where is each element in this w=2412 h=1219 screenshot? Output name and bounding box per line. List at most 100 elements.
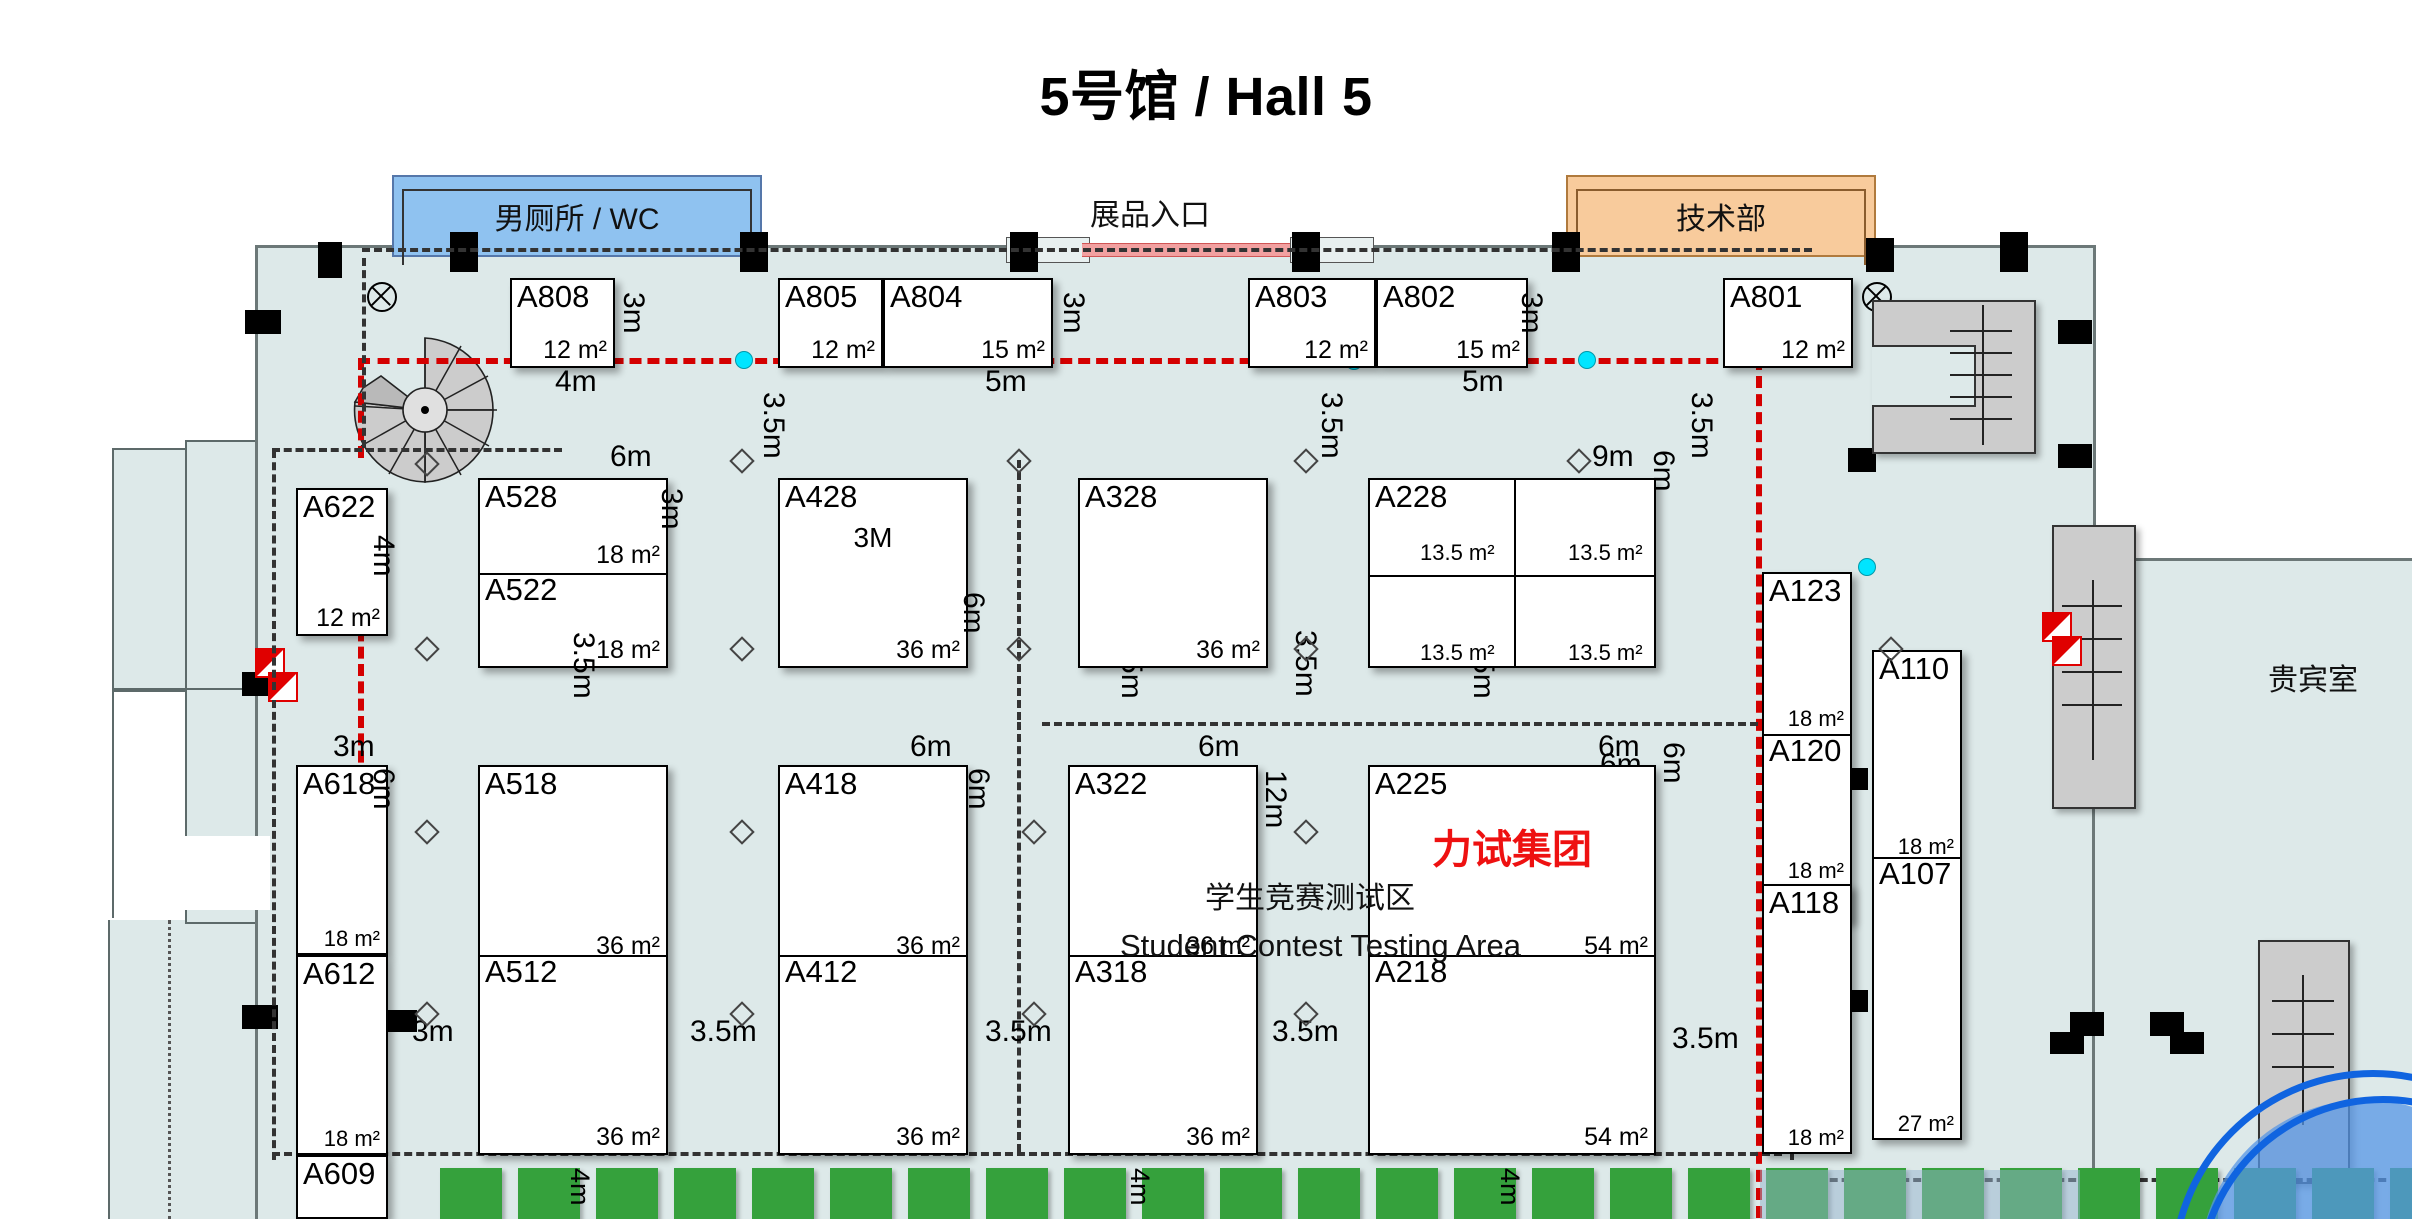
booth-A418-group[interactable]: A418 36 m² A412 36 m² [778, 765, 968, 1155]
booth-A801[interactable]: A801 12 m² [1723, 278, 1853, 368]
floor-left-outer-wall [112, 448, 114, 918]
booth-id: A622 [303, 489, 376, 524]
dim-label: 3m [655, 488, 688, 530]
room-mens-wc[interactable]: 男厕所 / WC [392, 175, 762, 265]
booth-A622[interactable]: A622 12 m² [296, 488, 388, 636]
page-title: 5号馆 / Hall 5 [1039, 67, 1373, 127]
booth-area: 36 m² [896, 636, 960, 664]
crossed-circle-icon [367, 282, 397, 312]
route-node-icon [1858, 558, 1876, 576]
booth-A328[interactable]: A328 36 m² [1078, 478, 1268, 668]
booth-A110-group[interactable]: A110 18 m² A107 27 m² [1872, 650, 1962, 1140]
booth-id: A805 [785, 279, 858, 314]
booth-id: A328 [1085, 479, 1158, 514]
booth-id: A318 [1075, 954, 1148, 989]
stair-step [1950, 352, 2012, 354]
seat-block [596, 1168, 658, 1219]
stair-step [2272, 1000, 2334, 1002]
aisle-dash-line [362, 258, 366, 448]
floor-left-bay-outer [112, 448, 196, 692]
booth-A802[interactable]: A802 15 m² [1376, 278, 1528, 368]
aisle-dash-line [272, 700, 276, 1160]
seat-block [1454, 1168, 1516, 1219]
booth-A123-group[interactable]: A123 18 m² A120 18 m² [1762, 572, 1852, 922]
booth-area: 12 m² [1304, 336, 1368, 364]
seat-block [2078, 1168, 2140, 1219]
booth-area: 18 m² [1787, 858, 1844, 883]
booth-A518-group[interactable]: A518 36 m² A512 36 m² [478, 765, 668, 1155]
column-marker [383, 1010, 417, 1032]
column-marker [2058, 444, 2092, 468]
booth-A618[interactable]: A618 18 m² [296, 765, 388, 955]
booth-A528[interactable]: A528 18 m² A522 18 m² [478, 478, 668, 668]
stair-rail [2092, 580, 2094, 760]
booth-A803[interactable]: A803 12 m² [1248, 278, 1376, 368]
aisle-dash-line [1017, 460, 1021, 720]
column-marker [2170, 1032, 2204, 1054]
dim-label: 3.5m [985, 1015, 1052, 1048]
dim-label: 6m [910, 730, 952, 763]
seat-block [1142, 1168, 1204, 1219]
booth-id: A428 [785, 479, 858, 514]
booth-area: 18 m² [596, 541, 660, 569]
dim-label: 3.5m [1672, 1022, 1739, 1055]
booth-area: 13.5 m² [1420, 640, 1495, 665]
dim-label: 6m [1647, 450, 1680, 492]
room-technical-dept[interactable]: 技术部 [1566, 175, 1876, 265]
dim-label: 6m [610, 440, 652, 473]
aisle-dash-line [1042, 722, 1782, 726]
booth-area: 18 m² [323, 1126, 380, 1151]
column-marker [740, 232, 768, 272]
booth-area: 36 m² [1196, 636, 1260, 664]
seat-block [440, 1168, 502, 1219]
booth-A804[interactable]: A804 15 m² [883, 278, 1053, 368]
booth-id: A801 [1730, 279, 1803, 314]
booth-A118[interactable]: A118 18 m² [1762, 884, 1852, 1154]
booth-A612[interactable]: A612 18 m² [296, 955, 388, 1155]
booth-id: A808 [517, 279, 590, 314]
booth-divider [480, 573, 666, 575]
booth-area: 18 m² [323, 926, 380, 951]
spiral-staircase-icon [353, 337, 497, 483]
booth-A609[interactable]: A609 [296, 1155, 388, 1219]
dim-label: 3.5m [1685, 392, 1718, 459]
booth-brand: 3M [853, 522, 893, 553]
booth-area: 54 m² [1584, 1123, 1648, 1151]
booth-A322-group[interactable]: A322 36 m² A318 36 m² [1068, 765, 1258, 1155]
dim-label: 4m [555, 365, 597, 398]
booth-area: 15 m² [1456, 336, 1520, 364]
emergency-route-line [358, 358, 468, 364]
booth-A805[interactable]: A805 12 m² [778, 278, 883, 368]
seat-block [908, 1168, 970, 1219]
booth-id: A322 [1075, 766, 1148, 801]
booth-id: A225 [1375, 766, 1448, 801]
booth-id: A412 [785, 954, 858, 989]
booth-area: 18 m² [1897, 834, 1954, 859]
tech-inner-outline [1576, 189, 1866, 265]
dim-label: 6m [367, 768, 400, 810]
contest-area-label-cn: 学生竞赛测试区 [1205, 882, 1415, 915]
aisle-dash-line [362, 248, 1812, 252]
dim-label: 4m [1495, 1168, 1525, 1206]
booth-A228-group[interactable]: A228 13.5 m² 13.5 m² 13.5 m² 13.5 m² [1368, 478, 1656, 668]
booth-id: A609 [303, 1156, 376, 1191]
dim-label: 4m [565, 1168, 595, 1206]
booth-A808[interactable]: A808 12 m² [510, 278, 615, 368]
booth-A428[interactable]: A428 3M 36 m² [778, 478, 968, 668]
booth-id: A110 [1879, 651, 1950, 686]
column-marker [2000, 232, 2028, 272]
dim-label: 6m [1198, 730, 1240, 763]
dim-label: 3m [617, 292, 650, 334]
dim-label: 9m [1592, 440, 1634, 473]
stair-step [2272, 1033, 2334, 1035]
contest-area-label-en: Student Contest Testing Area [1120, 928, 1521, 963]
emergency-route-line-right [1756, 358, 1762, 1218]
booth-id: A123 [1769, 573, 1842, 608]
aisle-dash-line [272, 1152, 1782, 1156]
dim-label: 3m [1057, 292, 1090, 334]
booth-id: A120 [1769, 733, 1842, 768]
booth-id: A118 [1769, 885, 1840, 920]
booth-area: 27 m² [1897, 1111, 1954, 1136]
booth-A225-group[interactable]: A225 力试集团 54 m² A218 54 m² [1368, 765, 1656, 1155]
column-marker [1552, 232, 1580, 272]
